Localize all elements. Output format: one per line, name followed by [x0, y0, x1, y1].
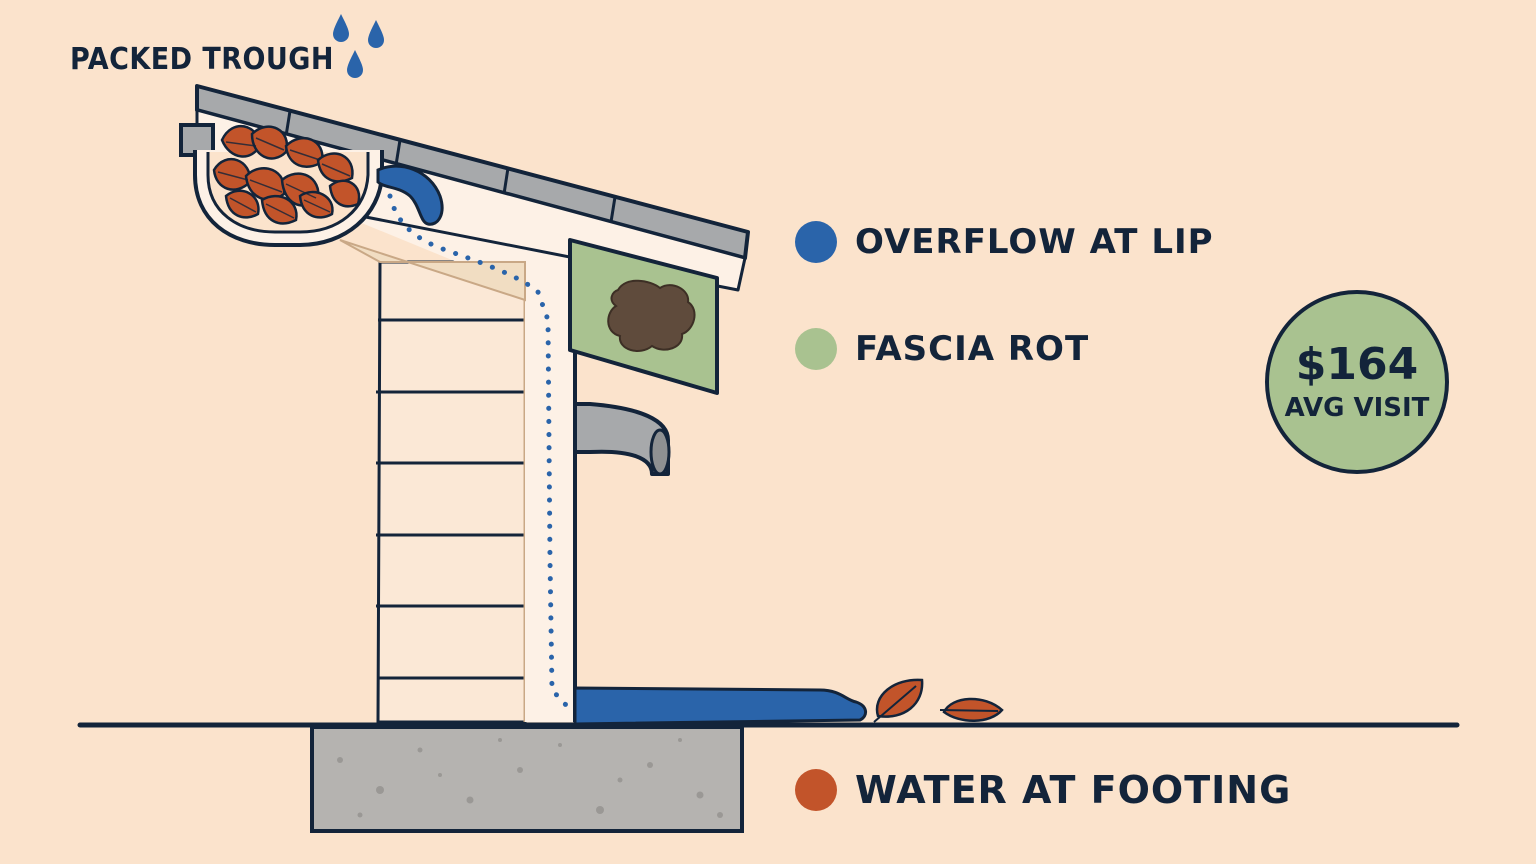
ground-leaves	[873, 678, 1004, 723]
legend-label-fascia-rot: FASCIA ROT	[855, 329, 1090, 369]
rot-stain-icon	[607, 279, 696, 352]
leaf-icon	[260, 194, 298, 225]
legend-label-overflow: OVERFLOW AT LIP	[855, 222, 1214, 262]
wall-siding	[376, 260, 527, 724]
leaf-icon	[298, 190, 334, 219]
legend-label-water-footing: WATER AT FOOTING	[855, 768, 1292, 812]
cost-value: $164	[1295, 339, 1419, 390]
water-path	[387, 193, 599, 710]
leaf-icon	[212, 158, 252, 191]
foundation-footing	[310, 725, 744, 833]
legend-dot-water-footing	[795, 769, 837, 811]
legend-item-overflow: OVERFLOW AT LIP	[795, 221, 1214, 263]
leaf-icon	[316, 152, 354, 183]
legend-item-fascia-rot: FASCIA ROT	[795, 328, 1089, 370]
water-pool	[573, 686, 867, 726]
rain-drop-icon	[368, 20, 384, 48]
rain-drop-icon	[333, 14, 349, 42]
packed-leaves	[212, 124, 361, 225]
legend-dot-fascia-rot	[795, 328, 837, 370]
rain-drop-icon	[347, 50, 363, 78]
diagram-title: PACKED TROUGH	[70, 42, 334, 77]
cost-caption: AVG VISIT	[1284, 393, 1430, 423]
leaf-icon	[244, 166, 286, 201]
concrete-speckles	[337, 738, 723, 818]
legend-dot-overflow	[795, 221, 837, 263]
legend-item-water-footing: WATER AT FOOTING	[795, 768, 1291, 812]
leaf-icon	[328, 179, 361, 208]
cost-badge: $164 AVG VISIT	[1265, 290, 1449, 474]
overflow-splash	[376, 164, 444, 226]
leaf-icon	[875, 678, 924, 718]
rain-drops	[333, 14, 384, 78]
